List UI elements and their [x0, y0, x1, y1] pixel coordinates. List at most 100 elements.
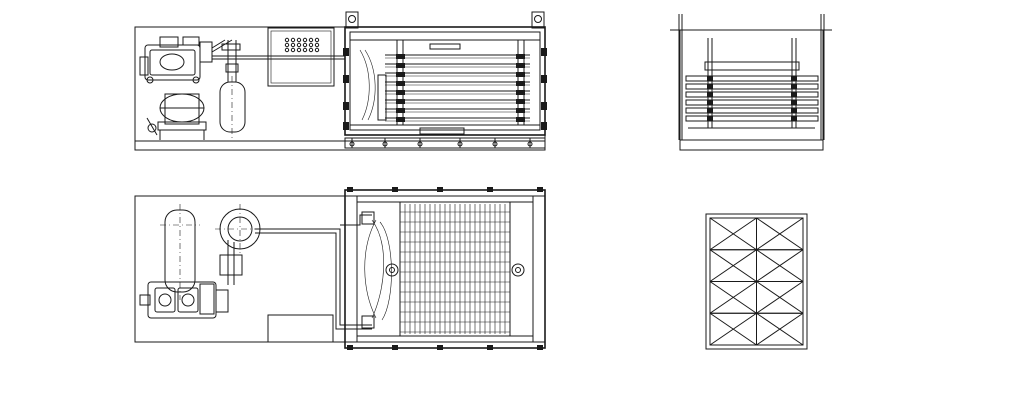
bracket: [343, 122, 349, 130]
lifting-lug-left: [345, 11, 359, 29]
freezer-plates-end: [685, 75, 819, 122]
cabinet-side-brackets: [343, 48, 547, 130]
control-panel: [267, 27, 335, 87]
skid-base: [344, 137, 546, 149]
bracket: [343, 75, 349, 83]
plan-view: [134, 187, 546, 350]
panel-button: [284, 42, 290, 48]
cabinet-inner: [349, 31, 541, 131]
plan-freezer: [344, 187, 546, 350]
plan-port-right: [511, 263, 525, 277]
plate-clamp: [396, 72, 405, 77]
plate-clamp: [516, 54, 525, 59]
panel-button: [302, 37, 308, 43]
plate-clamp: [396, 63, 405, 68]
skid-foot: [417, 141, 423, 147]
skid-foot: [457, 141, 463, 147]
plan-pipe-a: [255, 228, 372, 326]
plan-pipe-c: [340, 214, 372, 226]
plate-clamp: [516, 72, 525, 77]
plate-clamp: [396, 99, 405, 104]
panel-button: [314, 37, 320, 43]
end-plate: [685, 99, 819, 106]
plan-foot: [487, 345, 493, 350]
receiver-tank: [146, 93, 207, 140]
skid-foot: [349, 141, 355, 147]
end-plan-cells: [709, 217, 804, 346]
panel-button: [308, 42, 314, 48]
plan-foot: [392, 187, 398, 192]
plan-valve-top: [361, 211, 375, 225]
end-elevation-view: [670, 14, 832, 151]
plate-clamp: [516, 81, 525, 86]
plan-foot: [347, 187, 353, 192]
panel-button: [296, 37, 302, 43]
panel-button: [284, 37, 290, 43]
panel-button: [290, 42, 296, 48]
plan-edge-feet: [347, 187, 543, 350]
plan-freezer-outer: [344, 189, 546, 349]
end-frame: [679, 29, 824, 141]
panel-button: [296, 42, 302, 48]
plan-separator: [215, 204, 265, 285]
plan-compressor: [139, 281, 229, 319]
side-elevation-view: [134, 11, 547, 151]
compressor-unit: [139, 36, 233, 84]
plate-clamp: [516, 117, 525, 122]
skid-foot: [492, 141, 498, 147]
bracket: [343, 102, 349, 110]
panel-button: [308, 47, 314, 53]
freezer-cabinet-side: [343, 11, 547, 136]
end-plan-view: [705, 213, 808, 350]
plan-foot: [437, 345, 443, 350]
plan-foot: [437, 187, 443, 192]
panel-button: [302, 42, 308, 48]
end-plate: [685, 91, 819, 98]
plate-clamp: [516, 90, 525, 95]
end-plate: [685, 75, 819, 82]
panel-button: [308, 37, 314, 43]
freezer-plates-side: [385, 54, 530, 122]
plan-pipe-b: [255, 232, 372, 330]
end-header: [704, 61, 800, 71]
lifting-lug-right: [531, 11, 545, 29]
end-plate: [685, 83, 819, 90]
vertical-receiver: [219, 40, 246, 140]
skid-foot: [527, 141, 533, 147]
plan-port-left: [385, 263, 399, 277]
plan-plate-grid: [400, 204, 510, 334]
plate-clamp: [396, 81, 405, 86]
plate-clamp: [396, 90, 405, 95]
panel-button: [284, 47, 290, 53]
panel-button: [314, 42, 320, 48]
plate-clamp: [396, 54, 405, 59]
plate-clamp: [516, 108, 525, 113]
plate-clamp: [396, 108, 405, 113]
plan-foot: [347, 345, 353, 350]
plan-panel-footprint: [267, 314, 334, 343]
plate-clamp: [516, 63, 525, 68]
bracket: [541, 48, 547, 56]
plan-receiver-vessel: [160, 204, 200, 300]
end-plate: [685, 107, 819, 114]
end-plan-outer: [705, 213, 808, 350]
control-panel-door: [270, 30, 332, 84]
end-plate: [685, 115, 819, 122]
panel-button: [302, 47, 308, 53]
plan-foot: [392, 345, 398, 350]
skid-foot: [382, 141, 388, 147]
panel-button: [290, 37, 296, 43]
bracket: [541, 102, 547, 110]
control-panel-buttons: [284, 37, 320, 53]
plate-clamp: [516, 99, 525, 104]
panel-button: [314, 47, 320, 53]
bracket: [541, 75, 547, 83]
plan-foot: [537, 187, 543, 192]
plan-foot: [487, 187, 493, 192]
end-base: [679, 139, 824, 151]
bracket: [343, 48, 349, 56]
plan-foot: [537, 345, 543, 350]
bracket: [541, 122, 547, 130]
